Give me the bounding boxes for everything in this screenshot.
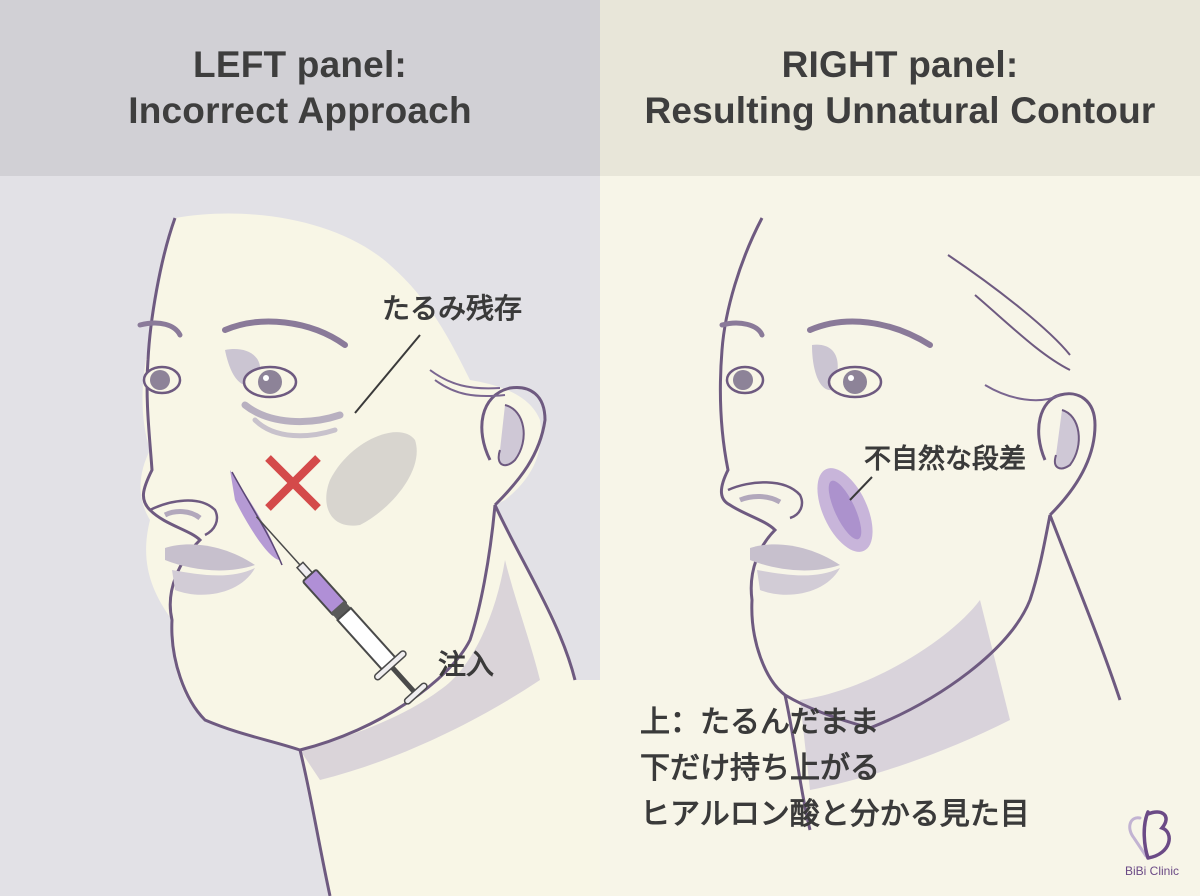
- right-eye-highlight: [848, 375, 854, 381]
- injection-label: 注入: [438, 648, 495, 681]
- neck-back-outline: [1048, 514, 1122, 701]
- ear-outline: [480, 385, 547, 507]
- face-profile-outline: [718, 217, 871, 730]
- right-eyebrow: [807, 318, 933, 348]
- under-eye-bag: [241, 401, 344, 425]
- neck-shadow: [300, 560, 540, 780]
- left-panel: LEFT panel: Incorrect Approach: [0, 0, 600, 896]
- nostril-shadow: [163, 509, 202, 521]
- jaw-outline: [869, 514, 1052, 730]
- nose: [727, 481, 804, 520]
- clinic-name: BiBi Clinic: [1124, 864, 1179, 878]
- neck-front-outline: [298, 749, 332, 896]
- unnatural-step-callout-line: [849, 476, 873, 501]
- nose: [149, 499, 219, 537]
- upper-lip: [165, 544, 255, 571]
- sagging-label: たるみ残存: [382, 292, 523, 325]
- right-panel-caption: 上：たるんだまま 下だけ持ち上がる ヒアルロン酸と分かる見た目: [640, 700, 1030, 838]
- right-panel-title-line1: RIGHT panel:: [781, 43, 1019, 85]
- right-eye-highlight: [263, 375, 269, 381]
- filler-bulge-core: [828, 480, 862, 540]
- sagging-callout-line: [354, 334, 421, 414]
- caption-line-1: 上：たるんだまま: [640, 705, 880, 740]
- neck-back-outline: [493, 504, 577, 681]
- lower-lip: [172, 568, 255, 595]
- left-eyebrow: [719, 320, 765, 338]
- upper-lip: [750, 544, 840, 571]
- left-panel-title-line1: LEFT panel:: [193, 43, 407, 85]
- butterfly-b-logo-icon: [1128, 810, 1171, 860]
- syringe-icon: [255, 516, 428, 705]
- left-panel-header: LEFT panel: Incorrect Approach: [0, 0, 600, 176]
- neck-shadow: [800, 600, 1010, 790]
- jaw-outline: [299, 504, 497, 752]
- caption-line-2: 下だけ持ち上がる: [640, 751, 880, 786]
- face-profile-outline: [142, 217, 301, 752]
- ear-inner: [497, 404, 525, 467]
- right-face-illustration: [718, 217, 1122, 831]
- hair-line: [429, 369, 501, 390]
- unnatural-step-label: 不自然な段差: [864, 444, 1026, 475]
- under-eye-bag: [252, 417, 338, 439]
- filler-injection-area: [230, 470, 280, 560]
- left-face-illustration: [137, 213, 600, 896]
- incorrect-x-mark: [265, 455, 321, 511]
- ear-outline: [1037, 392, 1097, 517]
- right-panel: RIGHT panel: Resulting Unnatural Contour: [600, 0, 1200, 896]
- right-iris: [843, 370, 867, 394]
- nostril-shadow: [739, 494, 782, 505]
- hair-line: [974, 294, 1071, 371]
- left-iris: [733, 370, 753, 390]
- right-eyebrow: [222, 318, 348, 348]
- hair-line: [947, 254, 1071, 356]
- right-panel-title-line2: Resulting Unnatural Contour: [644, 90, 1156, 131]
- left-panel-title-line2: Incorrect Approach: [128, 90, 472, 131]
- hair-line: [434, 379, 506, 398]
- neck-front-outline: [783, 694, 812, 831]
- caption-line-3: ヒアルロン酸と分かる見た目: [640, 797, 1030, 832]
- hair-line: [984, 384, 1061, 402]
- clinic-logo: BiBi Clinic: [1112, 806, 1192, 886]
- ear-inner: [1054, 409, 1080, 470]
- left-iris: [150, 370, 170, 390]
- right-iris: [258, 370, 282, 394]
- lower-lip: [757, 568, 840, 595]
- right-panel-header: RIGHT panel: Resulting Unnatural Contour: [600, 0, 1200, 176]
- left-eyebrow: [137, 320, 183, 338]
- cheek-sag-shadow: [326, 432, 417, 526]
